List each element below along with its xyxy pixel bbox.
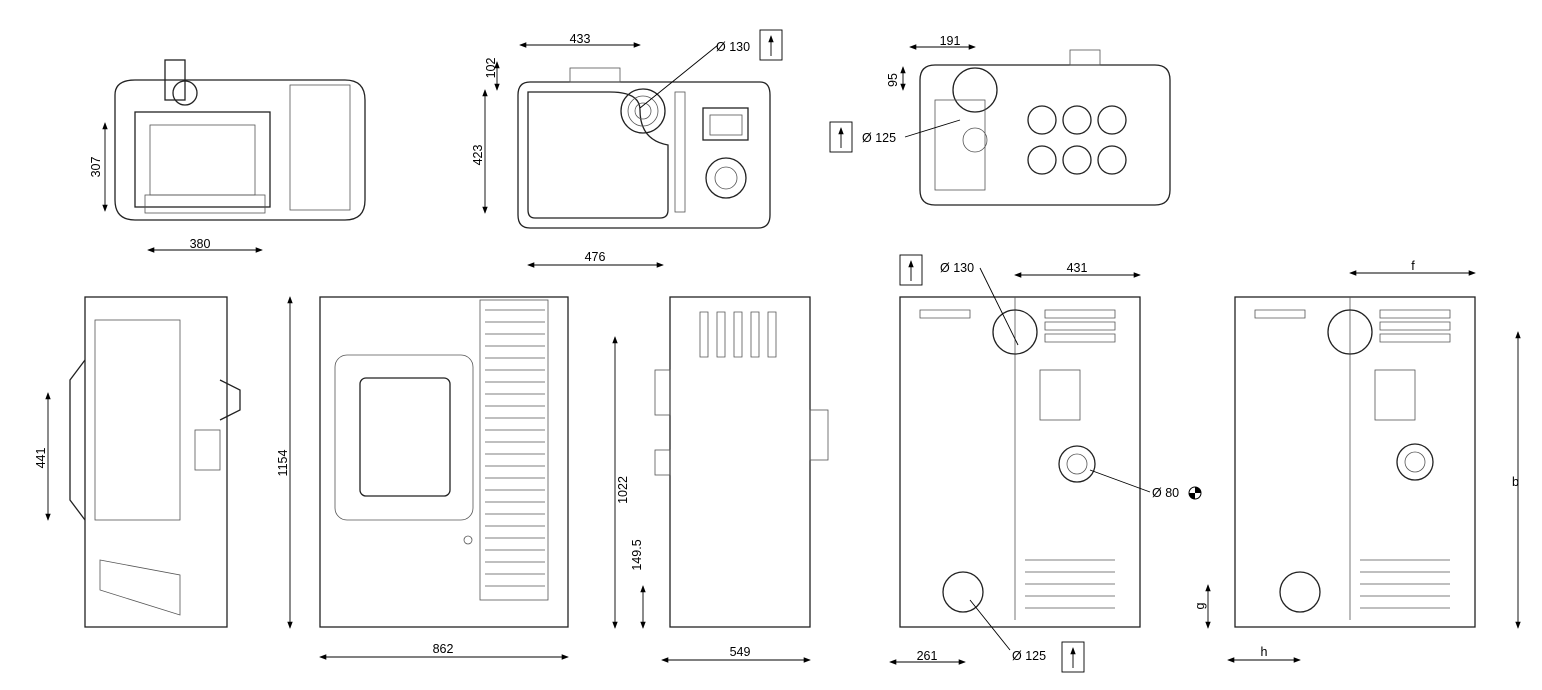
rear-plan-view: 191 95 Ø 125 [829,34,1171,206]
rear-view: Ø 130 431 Ø 80 261 Ø 125 [889,254,1202,673]
front-view: 1154 862 [276,296,569,660]
dim-433: 433 [570,32,591,46]
top-view-section: 307 380 [89,59,366,253]
dim-441: 441 [34,448,48,469]
dim-862: 862 [433,642,454,656]
front-louvres [485,309,545,587]
dim-423: 423 [471,145,485,166]
dim-b: b [1512,475,1519,489]
dim-g: g [1193,602,1207,609]
side-view: 1022 149.5 549 [612,296,829,663]
dim-f: f [1411,259,1415,273]
section-view: 441 [34,296,241,628]
dim-191: 191 [940,34,961,48]
rear-view-generic: f b g h [1193,259,1521,663]
dim-380: 380 [190,237,211,251]
flue-diameter-130-rear: Ø 130 [940,261,974,275]
dim-307: 307 [89,157,103,178]
flue-diameter-130: Ø 130 [716,40,750,54]
dim-476: 476 [585,250,606,264]
half-filled-circle-icon [1188,486,1202,500]
dim-1154: 1154 [276,450,290,477]
dim-549: 549 [730,645,751,659]
dim-102: 102 [484,58,498,79]
air-diameter-125: Ø 125 [862,131,896,145]
dim-1022: 1022 [616,476,630,504]
dim-261: 261 [917,649,938,663]
dim-149-5: 149.5 [630,539,644,570]
dim-h: h [1261,645,1268,659]
dim-95: 95 [886,73,900,87]
air-diameter-125-rear: Ø 125 [1012,649,1046,663]
ducting-diameter-80: Ø 80 [1152,486,1179,500]
top-view-plan: 433 Ø 130 102 423 476 [471,29,783,268]
dim-431: 431 [1067,261,1088,275]
